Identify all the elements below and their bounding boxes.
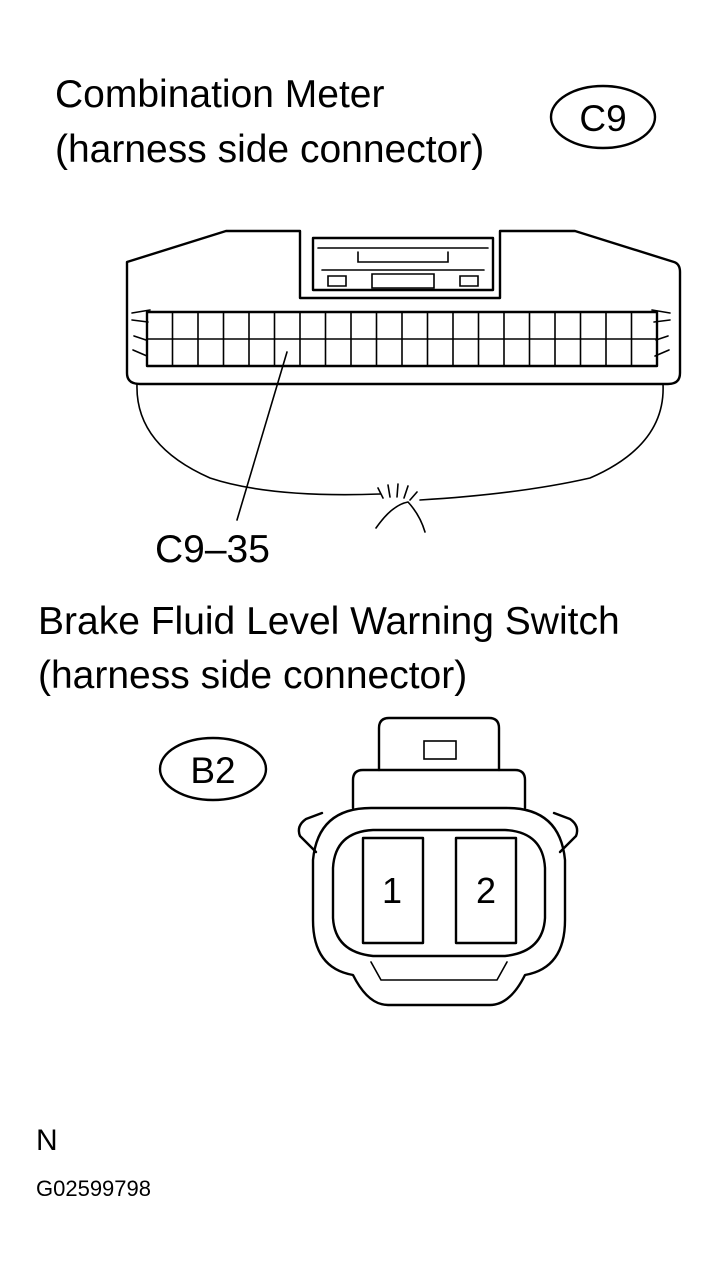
note-letter: N (36, 1124, 58, 1157)
c9-subtitle: (harness side connector) (55, 128, 484, 171)
c9-badge-label: C9 (579, 98, 626, 139)
c9-badge: C9 (549, 84, 657, 150)
b2-pin-1-cavity (361, 836, 425, 945)
b2-pin-1-label: 1 (382, 870, 402, 911)
c9-connector-body (125, 229, 682, 533)
c9-terminal-callout: C9–35 (155, 528, 270, 571)
b2-pin-2-cavity (454, 836, 518, 945)
b2-badge-label: B2 (190, 750, 235, 791)
b2-subtitle: (harness side connector) (38, 654, 467, 697)
b2-title: Brake Fluid Level Warning Switch (38, 600, 620, 643)
figure-code: G02599798 (36, 1176, 151, 1201)
c9-terminal-grid (145, 310, 659, 368)
b2-badge: B2 (158, 736, 268, 802)
b2-pin-2-label: 2 (476, 870, 496, 911)
b2-connector-body (297, 716, 579, 1007)
c9-title: Combination Meter (55, 73, 384, 116)
